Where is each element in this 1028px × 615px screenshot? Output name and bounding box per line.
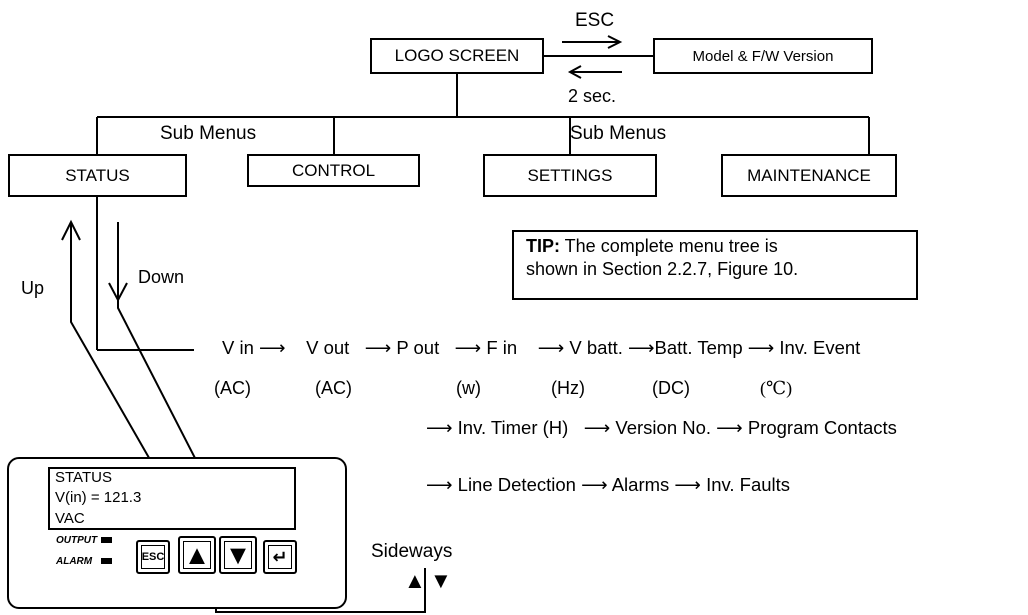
sequence-row1: V in ⟶ V out ⟶ P out ⟶ F in ⟶ V batt. ⟶B… [222,337,861,358]
unit-batt-temp: (℃) [760,378,793,398]
lcd-line2: V(in) = 121.3 [55,489,142,506]
up-arrow-head [61,219,81,241]
lcd-line1: STATUS [55,469,112,486]
up-label: Up [21,278,45,298]
tip-line2: shown in Section 2.2.7, Figure 10. [526,259,799,279]
unit-vout: (AC) [315,378,352,398]
settings-menu-box[interactable]: SETTINGS [483,154,657,197]
tip-prefix: TIP: [526,236,560,256]
sub-menus-label-right: Sub Menus [570,123,667,144]
unit-vin: (AC) [214,378,251,398]
sequence-row3: ⟶ Inv. Timer (H) ⟶ Version No. ⟶ Program… [426,417,897,438]
esc-key-label: ESC [141,551,165,563]
status-menu-label: STATUS [65,165,130,185]
settings-menu-label: SETTINGS [527,165,613,185]
up-key[interactable]: ▲ [178,536,216,574]
control-menu-box[interactable]: CONTROL [247,154,420,187]
esc-arrow-head [607,35,623,49]
sub-menus-label-left: Sub Menus [160,123,257,144]
esc-key[interactable]: ESC [136,540,170,574]
enter-key[interactable]: ↵ [263,540,297,574]
two-sec-arrow-head [567,65,582,79]
esc-label: ESC [575,10,615,31]
unit-fin: (Hz) [551,378,585,398]
up-triangle-icon: ▲ [183,540,211,570]
sideways-label: Sideways [371,541,453,562]
tip-box: TIP: The complete menu tree is shown in … [512,230,918,300]
maintenance-menu-box[interactable]: MAINTENANCE [721,154,897,197]
output-led [101,537,112,543]
enter-key-icon: ↵ [272,546,288,567]
down-label: Down [138,267,185,287]
lcd-display [48,467,296,530]
unit-vbatt: (DC) [652,378,690,398]
sideways-divider [424,568,426,600]
two-sec-label: 2 sec. [568,86,617,106]
sideways-up-icon: ▲ [404,568,426,593]
model-version-label: Model & F/W Version [692,47,834,65]
alarm-label: ALARM [56,556,93,567]
down-key[interactable]: ▼ [219,536,257,574]
control-menu-label: CONTROL [291,160,376,180]
logo-screen-label: LOGO SCREEN [394,46,520,65]
status-menu-box[interactable]: STATUS [8,154,187,197]
down-triangle-icon: ▼ [224,540,252,570]
logo-screen-box[interactable]: LOGO SCREEN [370,38,544,74]
sequence-row4: ⟶ Line Detection ⟶ Alarms ⟶ Inv. Faults [426,474,791,495]
unit-pout: (w) [456,378,481,398]
alarm-led [101,558,112,564]
output-label: OUTPUT [56,535,98,546]
tip-line1: The complete menu tree is [560,236,778,256]
model-version-box[interactable]: Model & F/W Version [653,38,873,74]
maintenance-menu-label: MAINTENANCE [747,165,871,185]
lcd-line3: VAC [55,510,85,527]
sideways-down-icon: ▼ [430,568,452,593]
